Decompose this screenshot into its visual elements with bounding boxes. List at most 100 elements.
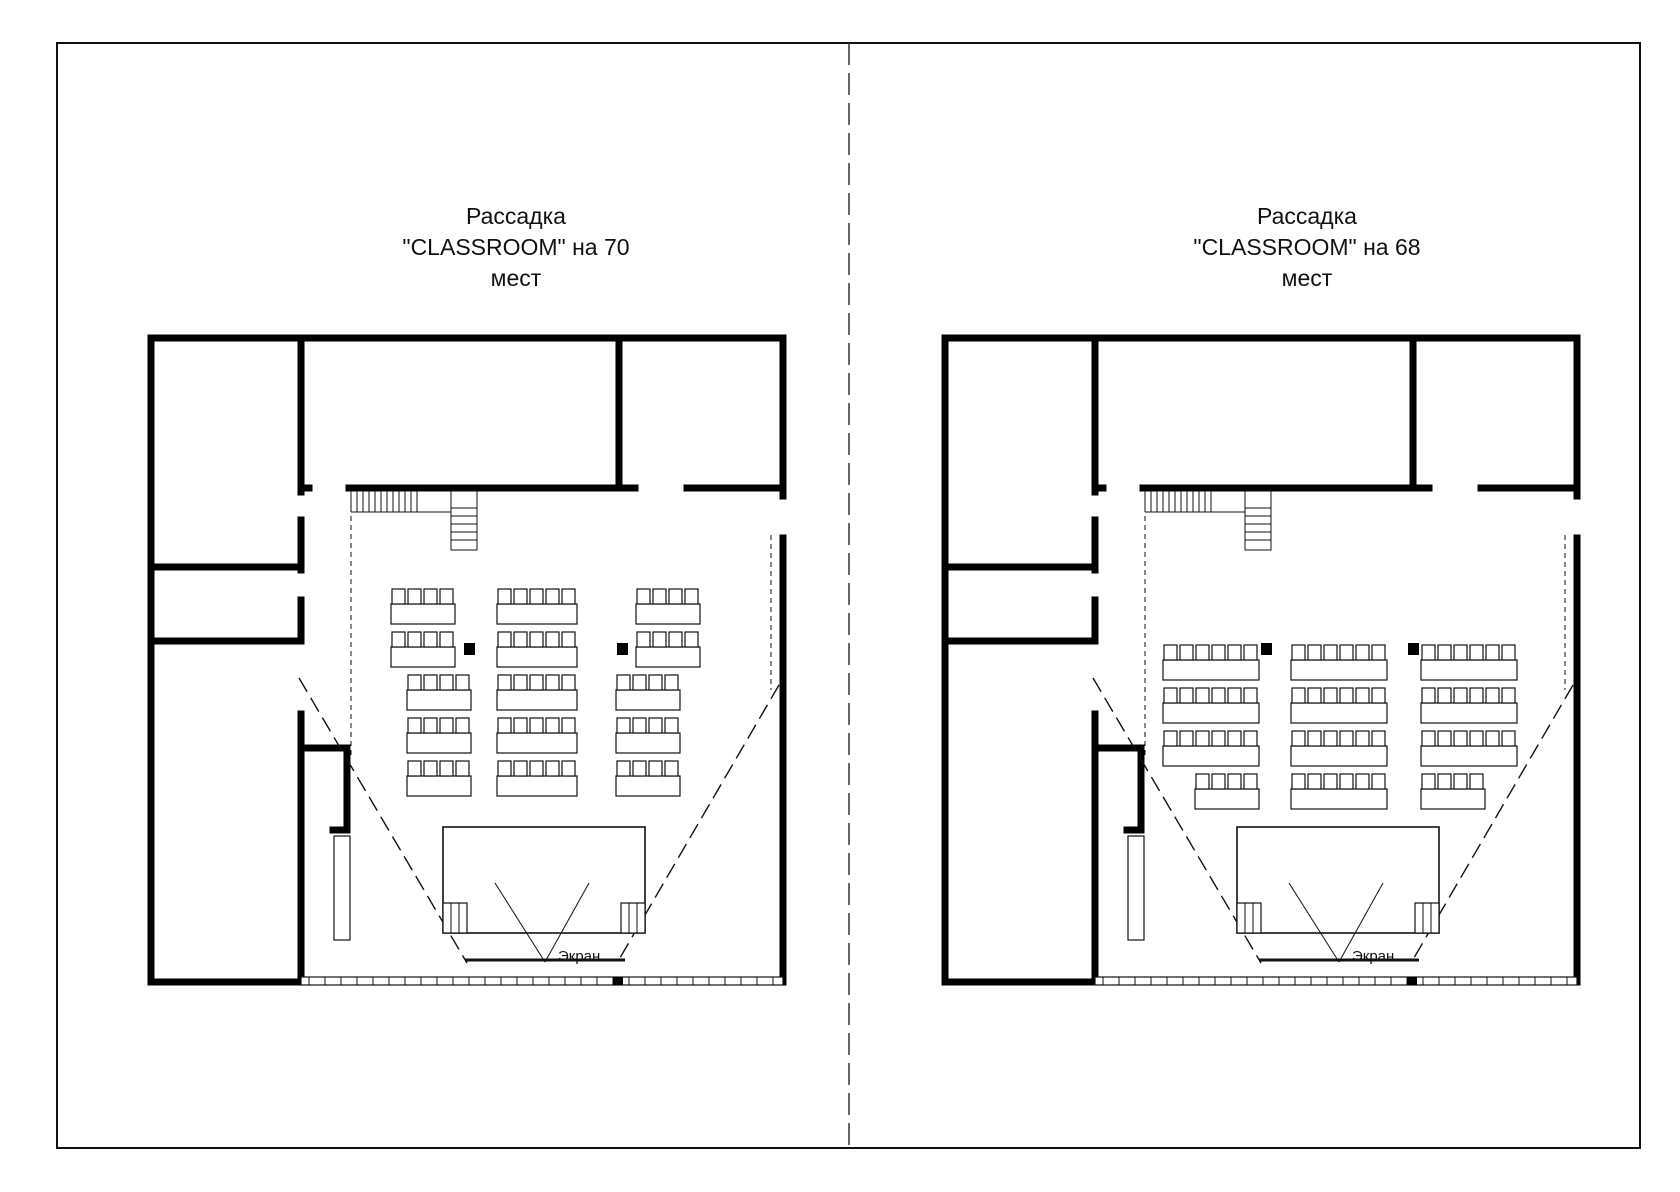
chair — [513, 760, 528, 777]
chair — [1227, 773, 1242, 790]
chair — [497, 760, 512, 777]
desk — [1420, 745, 1518, 767]
chair — [1243, 644, 1258, 661]
plan-title-line: Рассадка — [466, 203, 566, 229]
chair — [529, 631, 544, 648]
plan-title-line: Рассадка — [1257, 203, 1357, 229]
projection-line — [494, 882, 546, 963]
chair — [1339, 644, 1354, 661]
chair — [1195, 773, 1210, 790]
chair — [423, 631, 438, 648]
chair — [636, 631, 651, 648]
sightline — [298, 677, 468, 964]
floor-plan-right: Экран — [941, 334, 1581, 986]
chair — [1485, 644, 1500, 661]
stage-steps — [442, 902, 468, 934]
stage — [1236, 826, 1440, 934]
plan-title-line: мест — [490, 265, 542, 291]
chair — [391, 588, 406, 605]
chair — [1485, 730, 1500, 747]
chair — [407, 760, 422, 777]
desk — [1290, 659, 1388, 681]
chair — [1469, 687, 1484, 704]
chair — [1323, 644, 1338, 661]
chair — [1163, 730, 1178, 747]
chair — [1179, 644, 1194, 661]
chair — [632, 717, 647, 734]
desk — [615, 689, 681, 711]
chair — [407, 631, 422, 648]
chair — [455, 717, 470, 734]
window-pier — [1407, 977, 1417, 985]
chair — [1339, 730, 1354, 747]
chair — [1371, 687, 1386, 704]
window-strip — [1094, 976, 1578, 986]
desk — [1420, 788, 1486, 810]
chair — [668, 588, 683, 605]
window-strip — [300, 976, 784, 986]
chair — [423, 588, 438, 605]
chair — [1437, 644, 1452, 661]
stage-steps — [1414, 902, 1440, 934]
chair — [497, 631, 512, 648]
chair — [1421, 773, 1436, 790]
chair — [1291, 730, 1306, 747]
chair — [1501, 644, 1516, 661]
chair — [1243, 730, 1258, 747]
chair — [1355, 730, 1370, 747]
stage-steps — [620, 902, 646, 934]
column — [1127, 835, 1145, 941]
chair — [1291, 644, 1306, 661]
chair — [561, 674, 576, 691]
chair — [648, 717, 663, 734]
chair — [1421, 687, 1436, 704]
chair — [616, 674, 631, 691]
plan-title-right: Рассадка "CLASSROOM" на 68 мест — [1107, 201, 1507, 294]
chair — [497, 588, 512, 605]
chair — [1195, 687, 1210, 704]
desk — [390, 603, 456, 625]
chair — [632, 760, 647, 777]
chair — [497, 717, 512, 734]
chair — [652, 631, 667, 648]
chair — [1371, 644, 1386, 661]
chair — [455, 674, 470, 691]
desk — [1194, 788, 1260, 810]
chair — [1355, 773, 1370, 790]
chair — [529, 588, 544, 605]
chair — [1243, 687, 1258, 704]
plan-title-line: мест — [1281, 265, 1333, 291]
chair — [423, 760, 438, 777]
chair — [668, 631, 683, 648]
chair — [1355, 644, 1370, 661]
chair — [1211, 730, 1226, 747]
desk — [1420, 659, 1518, 681]
chair — [1211, 687, 1226, 704]
chair — [1211, 773, 1226, 790]
window-pier — [613, 977, 623, 985]
chair — [1453, 644, 1468, 661]
desk — [406, 775, 472, 797]
chair — [1179, 730, 1194, 747]
stair-flight — [1244, 489, 1272, 551]
desk — [390, 646, 456, 668]
chair — [545, 760, 560, 777]
chair — [545, 588, 560, 605]
chair — [545, 631, 560, 648]
chair — [561, 760, 576, 777]
desk — [1290, 702, 1388, 724]
chair — [439, 631, 454, 648]
chair — [1227, 730, 1242, 747]
chair — [439, 588, 454, 605]
column — [333, 835, 351, 941]
chair — [636, 588, 651, 605]
chair — [664, 760, 679, 777]
chair — [1485, 687, 1500, 704]
chair — [513, 717, 528, 734]
chair — [1195, 730, 1210, 747]
chair — [561, 717, 576, 734]
chair — [632, 674, 647, 691]
chair — [1469, 773, 1484, 790]
chair — [1437, 687, 1452, 704]
